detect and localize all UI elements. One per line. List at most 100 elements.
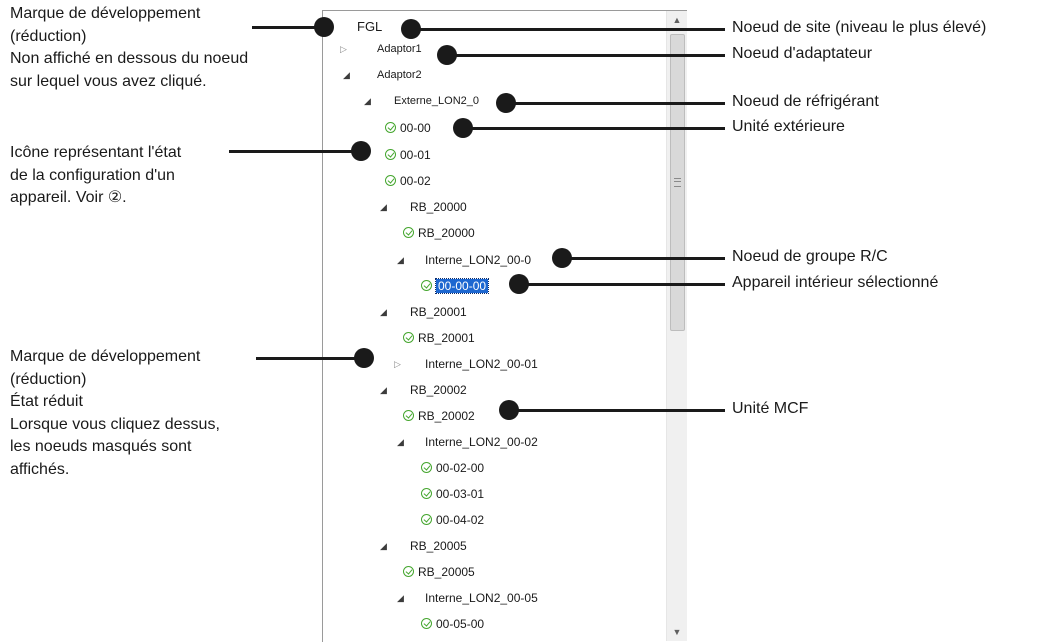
tree-node-mcf-unit[interactable]: RB_20002: [403, 407, 475, 425]
node-label: FGL: [357, 19, 383, 34]
node-label: RB_20001: [410, 305, 467, 319]
node-label: RB_20005: [410, 539, 467, 553]
callout-leader-line: [256, 357, 364, 360]
status-check-icon: [385, 122, 396, 134]
node-label: RB_20002: [418, 409, 475, 423]
node-label: 00-03-01: [436, 487, 485, 501]
status-check-icon: [421, 618, 432, 630]
tree-node-outdoor[interactable]: 00-01: [385, 146, 431, 164]
tree-node-mcf-unit[interactable]: RB_20005: [403, 563, 475, 581]
callout-leader-line: [411, 28, 725, 31]
expand-open-icon[interactable]: ◢: [380, 385, 387, 395]
callout-dot: [354, 348, 374, 368]
node-label: RB_20000: [418, 226, 475, 240]
expand-collapsed-icon[interactable]: ▷: [340, 44, 347, 54]
node-label: 00-00: [400, 121, 431, 135]
callout-leader-line: [506, 102, 725, 105]
callout-leader-line: [463, 127, 725, 130]
expand-open-icon[interactable]: ◢: [397, 255, 404, 265]
callout-leader-line: [562, 257, 725, 260]
expand-collapsed-icon[interactable]: ▷: [394, 359, 401, 369]
tree-node-indoor[interactable]: 00-02-00: [421, 459, 484, 477]
callout-rc-group-label: Noeud de groupe R/C: [732, 248, 888, 265]
expand-open-icon[interactable]: ◢: [380, 307, 387, 317]
callout-mcf-unit-label: Unité MCF: [732, 400, 809, 417]
tree-node-outdoor[interactable]: 00-00: [385, 119, 431, 137]
expand-open-icon[interactable]: ◢: [343, 70, 350, 80]
scroll-down-arrow-icon[interactable]: ▼: [672, 627, 682, 637]
node-label: 00-01: [400, 148, 431, 162]
node-label: Interne_LON2_00-0: [425, 253, 532, 267]
tree-node-indoor[interactable]: 00-04-02: [421, 511, 484, 529]
expand-open-icon[interactable]: ◢: [364, 96, 371, 106]
status-check-icon: [421, 514, 432, 526]
tree-node-rb-group[interactable]: RB_20005: [410, 537, 467, 555]
node-label: 00-04-02: [436, 513, 485, 527]
tree-node-rc-group[interactable]: Interne_LON2_00-01: [425, 355, 538, 373]
tree-node-mcf-unit[interactable]: RB_20001: [403, 329, 475, 347]
node-label: RB_20005: [418, 565, 475, 579]
callout-leader-line: [447, 54, 725, 57]
callout-leader-line: [252, 26, 324, 29]
callout-dot: [314, 17, 334, 37]
tree-node-rb-group[interactable]: RB_20000: [410, 198, 467, 216]
node-label: RB_20000: [410, 200, 467, 214]
scroll-thumb[interactable]: [670, 34, 685, 331]
device-tree-panel: [322, 10, 687, 642]
status-check-icon: [403, 227, 414, 239]
tree-node-rc-group[interactable]: Interne_LON2_00-05: [425, 589, 538, 607]
callout-selected-indoor-label: Appareil intérieur sélectionné: [732, 274, 939, 291]
tree-node-rb-group[interactable]: RB_20002: [410, 381, 467, 399]
status-check-icon: [421, 462, 432, 474]
node-label: Interne_LON2_00-05: [425, 591, 538, 605]
status-check-icon: [403, 566, 414, 578]
node-label: 00-05-00: [436, 617, 485, 631]
node-label: Interne_LON2_00-01: [425, 357, 538, 371]
tree-node-adaptor2[interactable]: Adaptor2: [377, 66, 422, 84]
node-label: RB_20002: [410, 383, 467, 397]
callout-expand-mark-label: Marque de développement (réduction) Non …: [10, 5, 249, 90]
tree-node-refrigerant[interactable]: Externe_LON2_0: [394, 92, 479, 110]
node-label: Adaptor1: [377, 43, 422, 55]
tree-node-adaptor1[interactable]: Adaptor1: [377, 40, 422, 58]
scroll-up-arrow-icon[interactable]: ▲: [672, 15, 682, 25]
node-label: 00-02: [400, 174, 431, 188]
node-label: 00-02-00: [436, 461, 485, 475]
tree-node-mcf-unit[interactable]: RB_20000: [403, 224, 475, 242]
node-label: Externe_LON2_0: [394, 95, 479, 107]
node-label: 00-00-00: [434, 278, 490, 294]
tree-node-site[interactable]: FGL: [357, 18, 382, 36]
callout-adapter-node-label: Noeud d'adaptateur: [732, 45, 873, 62]
expand-open-icon[interactable]: ◢: [397, 437, 404, 447]
callout-outdoor-unit-label: Unité extérieure: [732, 118, 845, 135]
tree-node-rc-group[interactable]: Interne_LON2_00-0: [425, 251, 531, 269]
status-check-icon: [421, 488, 432, 500]
tree-node-indoor-selected[interactable]: 00-00-00: [421, 277, 490, 295]
callout-leader-line: [229, 150, 361, 153]
callout-dot: [351, 141, 371, 161]
status-check-icon: [385, 175, 396, 187]
callout-status-icon-label: Icône représentant l'état de la configur…: [10, 144, 182, 206]
node-label: Adaptor2: [377, 69, 422, 81]
tree-node-rc-group[interactable]: Interne_LON2_00-02: [425, 433, 538, 451]
node-label: Interne_LON2_00-02: [425, 435, 538, 449]
status-check-icon: [403, 410, 414, 422]
grip-icon: [674, 178, 681, 187]
expand-open-icon[interactable]: ◢: [380, 541, 387, 551]
callout-collapsed-mark-label: Marque de développement (réduction) État…: [10, 348, 220, 478]
expand-open-icon[interactable]: ◢: [380, 202, 387, 212]
callout-leader-line: [509, 409, 725, 412]
status-check-icon: [403, 332, 414, 344]
node-label: RB_20001: [418, 331, 475, 345]
callout-refrigerant-node-label: Noeud de réfrigérant: [732, 93, 879, 110]
status-check-icon: [421, 280, 432, 292]
tree-node-indoor[interactable]: 00-03-01: [421, 485, 484, 503]
callout-site-node-label: Noeud de site (niveau le plus élevé): [732, 19, 987, 36]
vertical-scrollbar[interactable]: ▲ ▼: [666, 11, 687, 641]
status-check-icon: [385, 149, 396, 161]
tree-node-outdoor[interactable]: 00-02: [385, 172, 431, 190]
callout-leader-line: [519, 283, 725, 286]
tree-node-indoor[interactable]: 00-05-00: [421, 615, 484, 633]
expand-open-icon[interactable]: ◢: [397, 593, 404, 603]
tree-node-rb-group[interactable]: RB_20001: [410, 303, 467, 321]
